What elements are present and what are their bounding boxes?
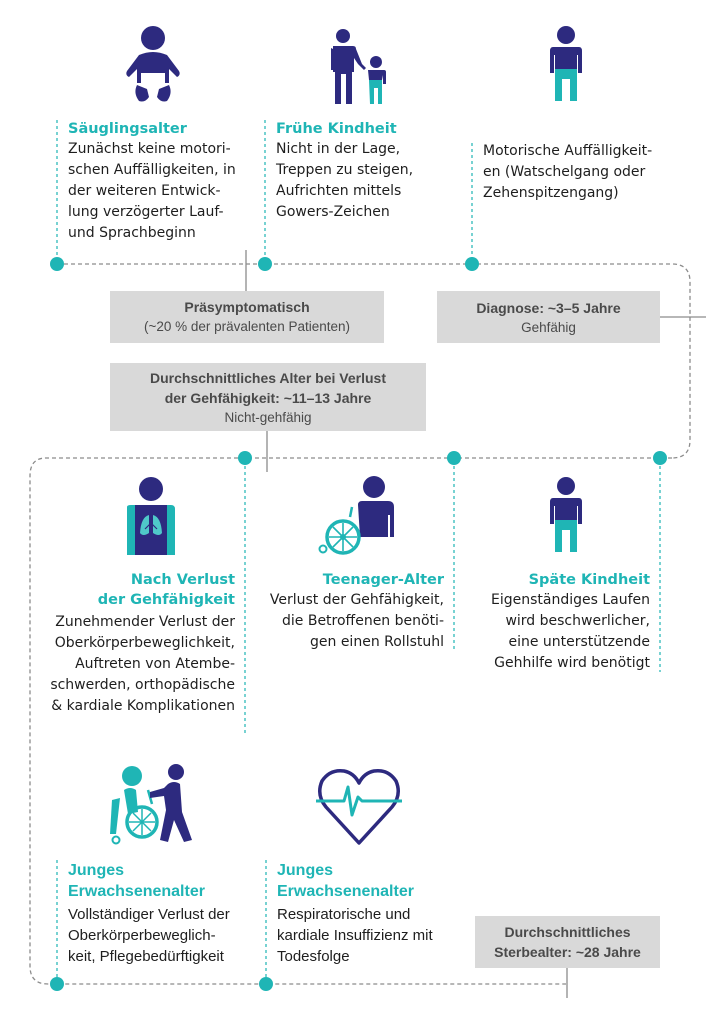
box-heading: Präsymptomatisch — [184, 299, 310, 315]
box-heading-line: Sterbealter: ~28 Jahre — [494, 944, 641, 960]
desc-line: wird beschwerlicher, — [505, 613, 650, 629]
timeline-path-row1 — [57, 263, 691, 459]
title-line: Junges — [277, 862, 334, 879]
stage-desc: Motorische Auffälligkeit- en (Watschelga… — [483, 141, 693, 204]
desc-line: der weiteren Entwick- — [68, 183, 221, 199]
caregiver-pushing-wheelchair-icon — [110, 764, 192, 845]
desc-line: Verlust der Gehfähigkeit, — [269, 592, 444, 608]
stage-desc: Zunächst keine motori- schen Auffälligke… — [68, 139, 248, 244]
desc-line: keit, Pflegebedürftigkeit — [68, 948, 224, 965]
desc-line: Treppen zu steigen, — [276, 162, 414, 178]
stage-junges-erw-1: Junges Erwachsenenalter Vollständiger Ve… — [68, 860, 258, 967]
stage-desc: Respiratorische und kardiale Insuffizien… — [277, 904, 467, 967]
stage-desc: Eigenständiges Laufen wird beschwerliche… — [462, 590, 650, 674]
box-heading-line: Durchschnittliches Alter bei Verlust — [150, 370, 386, 386]
desc-line: Nicht in der Lage, — [276, 141, 401, 157]
title-line: Erwachsenenalter — [277, 883, 414, 900]
stage-desc: Zunehmender Verlust der Oberkörperbewegl… — [30, 612, 235, 717]
box-subtext: (~20 % der prävalenten Patienten) — [143, 319, 350, 334]
lungs-torso-icon — [127, 477, 175, 555]
desc-line: Oberkörperbeweglichkeit, — [54, 635, 235, 651]
timeline-dot — [447, 451, 461, 465]
desc-line: Auftreten von Atembe- — [75, 656, 235, 672]
stage-title: Junges Erwachsenenalter — [68, 860, 258, 902]
stage-desc: Nicht in der Lage, Treppen zu steigen, A… — [276, 139, 456, 223]
desc-line: Zehenspitzengang) — [483, 185, 619, 201]
desc-line: schwerden, orthopädische — [50, 677, 235, 693]
box-verlust: Durchschnittliches Alter bei Verlust der… — [110, 363, 426, 431]
title-line: Erwachsenenalter — [68, 883, 205, 900]
stage-nach-verlust: Nach Verlust der Gehfähigkeit Zunehmende… — [30, 570, 235, 717]
child-standing-icon — [550, 26, 582, 101]
heart-pulse-icon — [316, 768, 402, 845]
title-line: der Gehfähigkeit — [97, 592, 235, 608]
desc-line: Vollständiger Verlust der — [68, 906, 230, 923]
desc-line: und Sprachbeginn — [68, 225, 196, 241]
desc-line: Oberkörperbeweglich- — [68, 927, 216, 944]
desc-line: Motorische Auffälligkeit- — [483, 143, 653, 159]
title-line: Junges — [68, 862, 125, 879]
stage-junges-erw-2: Junges Erwachsenenalter Respiratorische … — [277, 860, 467, 967]
timeline-dot — [259, 977, 273, 991]
stage-title: Säuglingsalter — [68, 121, 187, 137]
stage-spaete-kindheit: Späte Kindheit Eigenständiges Laufen wir… — [462, 570, 650, 674]
desc-line: en (Watschelgang oder — [483, 164, 646, 180]
adult-with-child-icon — [331, 29, 386, 104]
desc-line: Zunehmender Verlust der — [55, 614, 235, 630]
box-diagnose: Diagnose: ~3–5 Jahre Gehfähig — [437, 291, 660, 343]
desc-line: Gehhilfe wird benötigt — [494, 655, 650, 671]
stage-fruehe-kindheit: Frühe Kindheit Nicht in der Lage, Treppe… — [276, 119, 456, 223]
box-subtext: Nicht-gehfähig — [224, 410, 312, 425]
stage-saeuglingsalter: Säuglingsalter Zunächst keine motori- sc… — [68, 119, 248, 244]
timeline-dot — [653, 451, 667, 465]
desc-line: Aufrichten mittels — [276, 183, 402, 199]
desc-line: eine unterstützende — [508, 634, 650, 650]
wheelchair-person-icon — [318, 476, 394, 555]
desc-line: schen Auffälligkeiten, in — [68, 162, 236, 178]
box-heading: Diagnose: ~3–5 Jahre — [476, 300, 621, 316]
desc-line: Respiratorische und — [277, 906, 411, 923]
desc-line: & kardiale Komplikationen — [51, 698, 235, 714]
desc-line: gen einen Rollstuhl — [310, 634, 444, 650]
stage-title: Frühe Kindheit — [276, 121, 397, 137]
box-praesymptomatisch: Präsymptomatisch (~20 % der prävalenten … — [110, 291, 384, 343]
stage-teenager: Teenager-Alter Verlust der Gehfähigkeit,… — [250, 570, 444, 653]
stage-title: Nach Verlust der Gehfähigkeit — [30, 570, 235, 610]
stage-motorische: Motorische Auffälligkeit- en (Watschelga… — [483, 141, 693, 204]
desc-line: lung verzögerter Lauf- — [68, 204, 224, 220]
stage-title: Späte Kindheit — [528, 572, 650, 588]
timeline-dot — [50, 257, 64, 271]
timeline-path-row2 — [29, 457, 672, 985]
stage-title: Teenager-Alter — [322, 572, 444, 588]
box-heading-line: Durchschnittliches — [504, 924, 631, 940]
desc-line: kardiale Insuffizienz mit — [277, 927, 433, 944]
timeline-dot — [50, 977, 64, 991]
desc-line: Gowers-Zeichen — [276, 204, 390, 220]
stage-desc: Vollständiger Verlust der Oberkörperbewe… — [68, 904, 258, 967]
title-line: Nach Verlust — [130, 572, 235, 588]
timeline-dot — [258, 257, 272, 271]
child-standing-icon — [550, 477, 582, 552]
box-sterbealter: Durchschnittliches Sterbealter: ~28 Jahr… — [475, 916, 660, 968]
box-subtext: Gehfähig — [521, 320, 576, 335]
stage-desc: Verlust der Gehfähigkeit, die Betroffene… — [250, 590, 444, 653]
desc-line: die Betroffenen benöti- — [282, 613, 444, 629]
desc-line: Todesfolge — [277, 948, 350, 965]
desc-line: Eigenständiges Laufen — [490, 592, 650, 608]
desc-line: Zunächst keine motori- — [68, 141, 231, 157]
stage-title: Junges Erwachsenenalter — [277, 860, 467, 902]
box-heading-line: der Gehfähigkeit: ~11–13 Jahre — [164, 390, 372, 406]
timeline-dot — [238, 451, 252, 465]
baby-icon — [126, 26, 180, 102]
timeline-dot — [465, 257, 479, 271]
